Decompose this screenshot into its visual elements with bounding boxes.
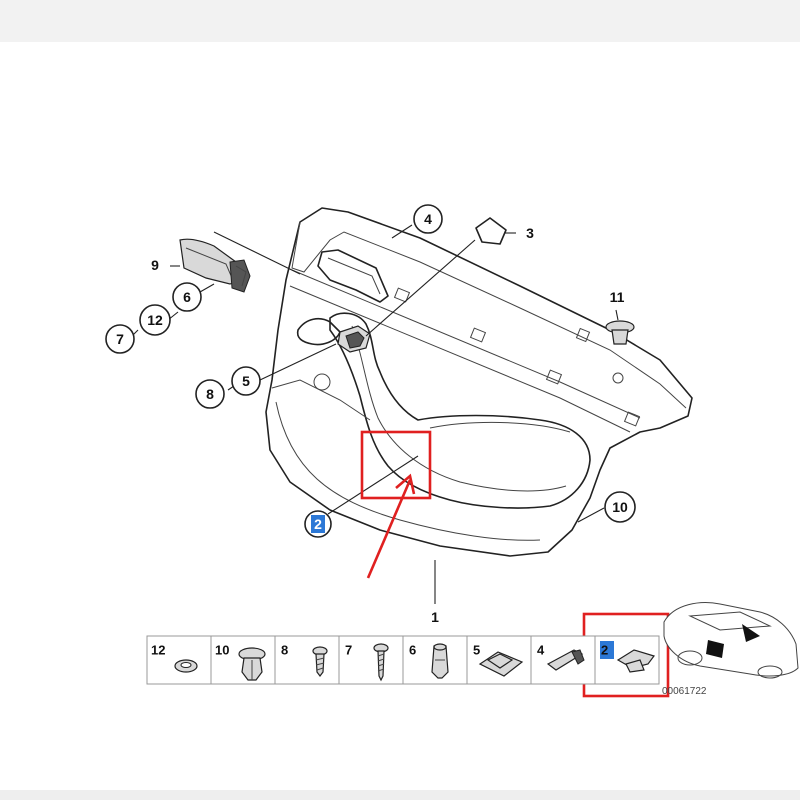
svg-text:10: 10 [612,499,628,515]
door-handle [179,238,251,293]
car-locator-illustration: 00061722 [662,602,799,697]
svg-text:6: 6 [183,289,191,305]
top-blur-strip [0,0,800,42]
callout-11: 11 [610,289,625,305]
cover-cap [475,217,507,245]
legend-2-highlight [600,641,614,659]
callout-10: 10 [604,491,636,523]
short-screw-icon [312,646,328,677]
callout-1: 1 [431,609,439,625]
svg-text:2: 2 [314,516,322,532]
legend-number-7: 7 [345,643,352,658]
strip-clip-icon [546,649,585,671]
svg-text:1: 1 [431,609,439,625]
callout-7: 7 [105,324,135,354]
legend-number-10: 10 [215,643,229,658]
legend-number-2: 2 [601,643,608,658]
retainer-clip-icon [616,649,655,673]
callout-4: 4 [413,204,443,234]
legend-number-6: 6 [409,643,416,658]
callout-6: 6 [172,282,202,312]
callout-2: 2 [304,510,332,538]
callout-12: 12 [139,304,171,336]
svg-text:4: 4 [424,211,432,227]
svg-text:12: 12 [147,312,163,328]
svg-text:8: 8 [206,386,214,402]
callout-5: 5 [231,366,261,396]
clip-nut-icon [478,651,524,677]
window-switch [337,325,371,353]
legend-number-4: 4 [537,643,545,658]
svg-text:7: 7 [116,331,124,347]
callout-3: 3 [526,225,534,241]
legend-number-12: 12 [151,643,165,658]
expansion-clip [605,320,635,345]
svg-text:3: 3 [526,225,534,241]
reference-code: 00061722 [662,686,707,697]
callout-8: 8 [195,379,225,409]
svg-text:5: 5 [242,373,250,389]
expansion-rivet-icon [238,647,266,681]
bottom-strip [0,790,800,800]
parts-legend: 12 10 8 7 6 5 4 2 [146,635,660,685]
leader-lines [129,224,619,604]
svg-text:9: 9 [151,257,159,273]
long-screw-icon [373,643,389,682]
callout-9: 9 [151,257,159,273]
door-trim-panel [265,207,693,557]
plug-nut-icon [431,643,449,679]
legend-number-5: 5 [473,643,480,658]
svg-text:11: 11 [610,289,625,305]
legend-number-8: 8 [281,643,288,658]
washer-ring-icon [174,659,198,673]
